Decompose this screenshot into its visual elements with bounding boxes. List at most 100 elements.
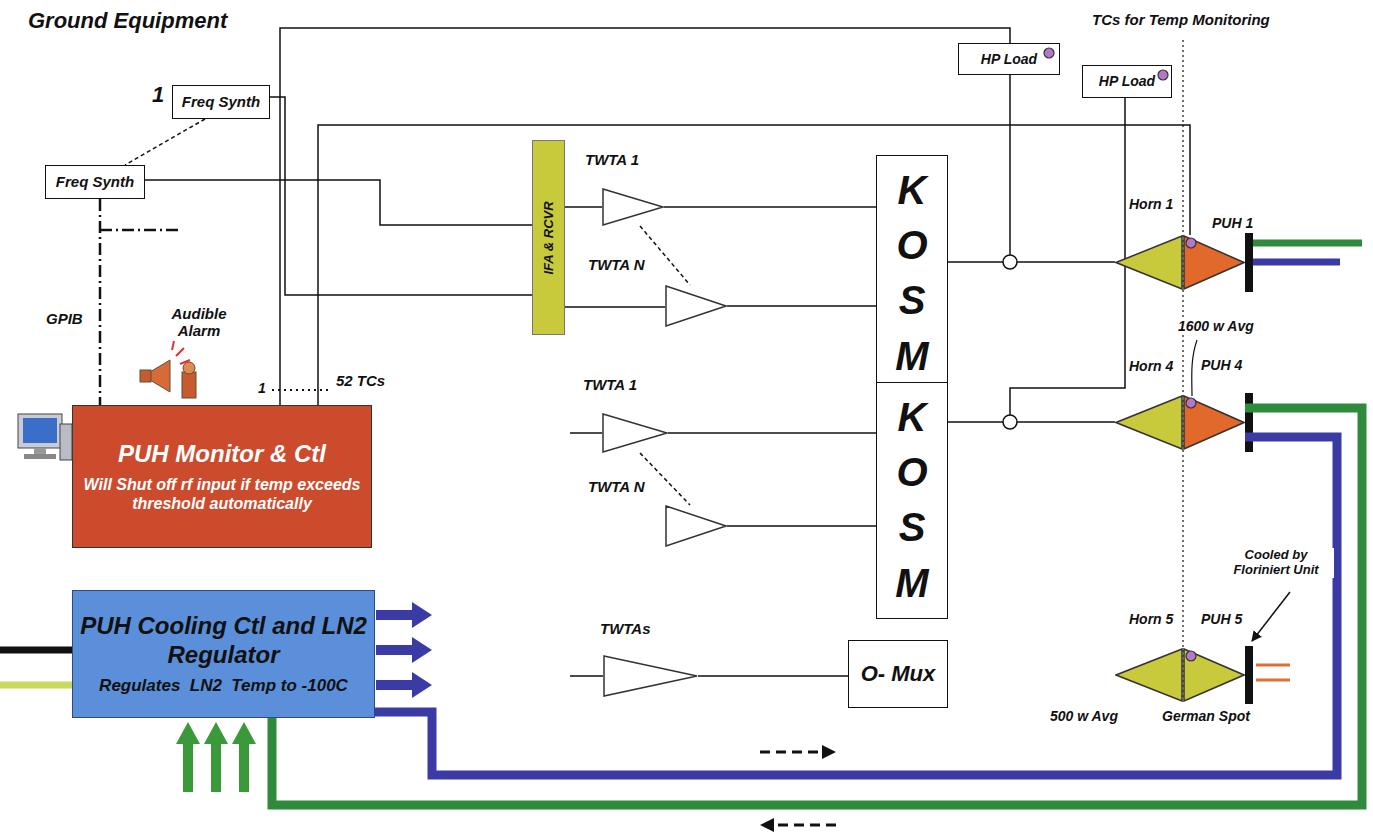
- flange: [1245, 233, 1253, 292]
- connector: [727, 305, 876, 307]
- flow-arrow: [772, 824, 836, 827]
- node-title: Freq Synth: [182, 93, 260, 111]
- amplifier-triangle: TWTA 1: [602, 188, 664, 226]
- triangle-outline: [602, 413, 668, 453]
- leader-line: [1192, 340, 1197, 396]
- node-title: O- Mux: [861, 661, 936, 687]
- node-label: TWTA N: [587, 479, 646, 496]
- connector: [948, 261, 1115, 263]
- node-label: TWTAs: [599, 621, 652, 638]
- supply-line: [0, 647, 72, 654]
- triangle-outline: [1115, 648, 1183, 702]
- synth-box: Freq Synth: [172, 85, 270, 119]
- flow-arrow: [760, 818, 774, 832]
- load-wire: [1010, 93, 1125, 415]
- connector: [565, 206, 602, 208]
- triangle-outline: [1183, 395, 1245, 450]
- amplifier-triangle: TWTA N: [665, 285, 727, 327]
- cooling-note: Cooled by Floriniert Unit: [1218, 548, 1334, 578]
- node-label: PUH 5: [1200, 612, 1243, 627]
- coolant-pipe: [1253, 240, 1362, 247]
- node-body: Regulates LN2 Temp to -100C: [99, 676, 348, 696]
- triangle-shape: [603, 189, 663, 225]
- node-title: K O S M: [892, 163, 932, 384]
- receiver-bar: IFA & RCVR: [532, 140, 565, 335]
- pickup-horn: PUH 5: [1183, 648, 1245, 702]
- node-label: TWTA N: [587, 257, 646, 274]
- triangle-shape: [1184, 236, 1244, 289]
- triangle-outline: [1183, 648, 1245, 702]
- bus-label: GPIB: [44, 310, 85, 327]
- connector: [727, 525, 876, 527]
- connector: [640, 453, 690, 505]
- node-label: Horn 5: [1128, 612, 1174, 627]
- gpib-branch: [100, 229, 178, 232]
- connector: [318, 125, 1190, 405]
- load-wire: [1009, 75, 1011, 255]
- alarm-label: Audible Alarm: [160, 305, 238, 340]
- power-label: 500 w Avg: [1048, 708, 1120, 724]
- alarm-icon: [140, 341, 196, 398]
- spot-label: German Spot: [1160, 708, 1252, 724]
- pickup-horn: PUH 1: [1183, 235, 1245, 290]
- rf-input: [570, 675, 603, 677]
- node-title: K O S M: [892, 390, 932, 611]
- connector: [125, 119, 205, 165]
- connector: [640, 226, 690, 285]
- node-label: Horn 1: [1128, 197, 1174, 212]
- pickup-horn: PUH 4: [1183, 395, 1245, 450]
- amplifier-triangle: TWTAs: [603, 655, 698, 697]
- coupler: [1003, 415, 1017, 429]
- computer-icon: [18, 414, 72, 460]
- flange: [1245, 393, 1253, 452]
- triangle-shape: [666, 506, 726, 546]
- node-title: PUH Cooling Ctl and LN2 Regulator: [79, 612, 368, 670]
- triangle-shape: [1116, 236, 1182, 289]
- connector: [272, 408, 1362, 805]
- horn-triangle: Horn 5: [1115, 648, 1183, 702]
- multiplexer-box: O- Mux: [848, 640, 948, 708]
- triangle-shape: [1116, 649, 1182, 701]
- node-body: Will Shut off rf input if temp exceeds t…: [79, 475, 365, 513]
- tc-label: TCs for Temp Monitoring: [1090, 11, 1272, 28]
- coolant-inputs: [176, 722, 256, 792]
- triangle-shape: [603, 414, 667, 452]
- triangle-shape: [1184, 649, 1244, 701]
- node-label: TWTA 1: [584, 152, 640, 169]
- tc-wire: [1182, 40, 1183, 700]
- flow-arrow: [760, 751, 824, 754]
- connector: [280, 28, 1010, 405]
- node-label: Horn 4: [1128, 359, 1174, 374]
- connector: [375, 437, 1337, 775]
- coolant-stub: [1256, 664, 1290, 667]
- horn-triangle: Horn 1: [1115, 235, 1183, 290]
- coolant-stub: [1256, 679, 1290, 682]
- coolant-outputs: [376, 602, 432, 698]
- supply-line: [0, 682, 72, 689]
- thermocouple-dot: [1044, 48, 1196, 661]
- node-title: HP Load: [1099, 73, 1155, 90]
- node-text: IFA & RCVR: [541, 201, 557, 274]
- amplifier-triangle: TWTA N: [665, 505, 727, 547]
- triangle-outline: [603, 655, 698, 697]
- triangle-outline: [1115, 395, 1183, 450]
- triangle-outline: [602, 188, 664, 226]
- callout-number: 1: [256, 380, 268, 396]
- connector: [698, 675, 848, 677]
- load-box: HP Load: [958, 43, 1060, 75]
- triangle-shape: [666, 286, 726, 326]
- triangle-outline: [1183, 235, 1245, 290]
- node-label: PUH 4: [1200, 358, 1243, 373]
- connector: [270, 97, 532, 295]
- power-label: 1600 w Avg: [1176, 318, 1256, 334]
- horn-triangle: Horn 4: [1115, 395, 1183, 450]
- node-title: HP Load: [981, 51, 1037, 68]
- load-box: HP Load: [1082, 65, 1172, 98]
- amplifier-triangle: TWTA 1: [602, 413, 668, 453]
- triangle-outline: [1115, 235, 1183, 290]
- diagram-title: Ground Equipment: [26, 8, 229, 33]
- flange: [1245, 646, 1253, 704]
- node-label: PUH 1: [1211, 216, 1254, 231]
- synth-box: Freq Synth: [45, 165, 145, 199]
- connector: [948, 421, 1115, 423]
